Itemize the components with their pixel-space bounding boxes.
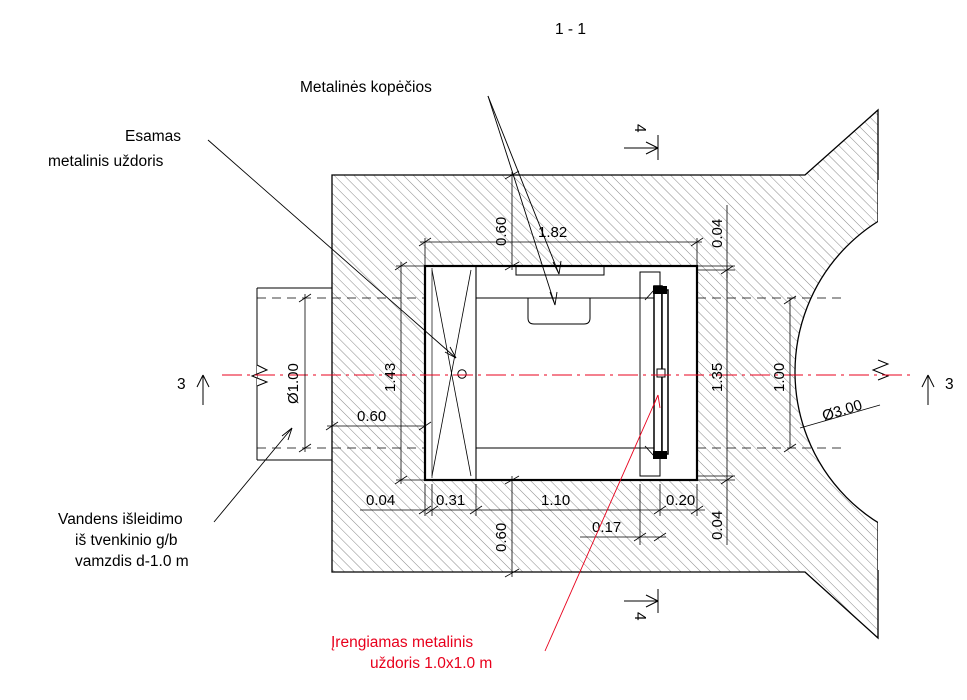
label-outlet-l3: vamzdis d-1.0 m — [75, 553, 189, 570]
inlet-pipe — [250, 287, 425, 461]
leader-lines — [207, 95, 562, 523]
section-title: 1 - 1 — [555, 21, 586, 38]
section-marker-top: 4 — [624, 124, 659, 160]
svg-text:3: 3 — [177, 376, 186, 393]
dim-bottom-left-offset: 0.04 — [366, 492, 395, 509]
dimension-labels: 0.60 1.82 0.04 Ø1.00 1.43 0.60 1.35 1.00… — [285, 217, 864, 552]
label-outlet-l1: Vandens išleidimo — [58, 511, 183, 528]
large-pipe — [697, 180, 967, 570]
label-existing-gate-l1: Esamas — [125, 128, 181, 145]
label-ladder: Metalinės kopėčios — [300, 79, 432, 96]
section-marker-left: 3 — [177, 374, 210, 405]
label-new-gate-l2: uždoris 1.0x1.0 m — [370, 655, 492, 672]
dim-bottom-right-offset: 0.04 — [709, 511, 726, 540]
dim-gate-depth: 0.31 — [436, 492, 465, 509]
dim-gate-gap: 0.17 — [592, 519, 621, 536]
dim-bottom-wall: 0.60 — [493, 523, 510, 552]
svg-text:3: 3 — [945, 376, 954, 393]
dim-right-height: 1.35 — [709, 363, 726, 392]
dim-top-wall: 0.60 — [493, 217, 510, 246]
dim-gate-frame: 0.20 — [666, 492, 695, 509]
section-marker-bottom: 4 — [624, 589, 659, 621]
svg-text:4: 4 — [631, 124, 648, 133]
dim-right-opening: 1.00 — [771, 363, 788, 392]
dim-left-pipe-offset: 0.60 — [357, 408, 386, 425]
dim-top-right-offset: 0.04 — [709, 219, 726, 248]
dim-pipe-diameter-left: Ø1.00 — [285, 363, 302, 404]
annotations: Metalinės kopėčios Esamas metalinis uždo… — [48, 79, 492, 672]
dimension-lines — [298, 170, 881, 578]
dim-mid-length: 1.10 — [541, 492, 570, 509]
dim-inner-width: 1.82 — [538, 224, 567, 241]
new-gate-leader — [544, 394, 661, 652]
label-outlet-l2: iš tvenkinio g/b — [75, 532, 178, 549]
label-new-gate-l1: Įrengiamas metalinis — [331, 634, 473, 651]
dim-inner-height: 1.43 — [382, 363, 399, 392]
svg-text:4: 4 — [631, 612, 648, 621]
section-marker-right: 3 — [921, 374, 954, 405]
label-existing-gate-l2: metalinis uždoris — [48, 153, 164, 170]
new-gate — [644, 285, 669, 459]
